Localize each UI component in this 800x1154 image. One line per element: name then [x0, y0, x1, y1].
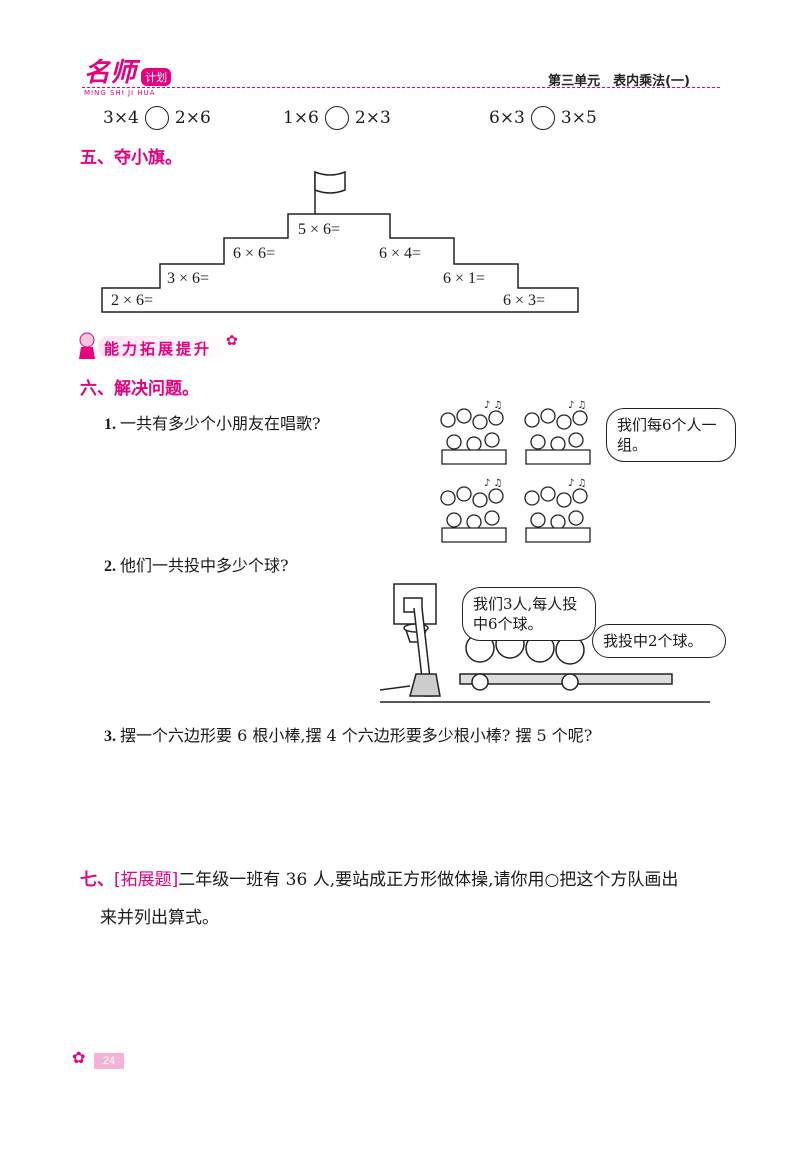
ability-banner: 能力拓展提升 ✿	[76, 331, 246, 361]
compare-left: 6×3	[489, 108, 525, 128]
speech-bubble: 我们每6个人一组。	[606, 408, 736, 462]
compare-item-3: 6×3 3×5	[489, 106, 597, 130]
problem-1: 1.一共有多少个小朋友在唱歌?	[104, 410, 321, 434]
step-label[interactable]: 2 × 6=	[111, 292, 154, 309]
section-6-title: 六、解决问题。	[80, 379, 199, 399]
problem-2: 2.他们一共投中多少个球?	[104, 552, 289, 576]
problem-text: 摆一个六边形要 6 根小棒,摆 4 个六边形要多少根小棒? 摆 5 个呢?	[120, 726, 593, 745]
step-label[interactable]: 6 × 3=	[503, 292, 546, 309]
speech-bubble: 我们3人,每人投中6个球。	[462, 587, 596, 641]
extension-tag: [拓展题]	[114, 870, 179, 890]
compare-right: 3×5	[560, 108, 597, 128]
problem-number: 2.	[104, 558, 116, 575]
step-label[interactable]: 5 × 6=	[298, 221, 341, 238]
page-number: 24	[94, 1053, 124, 1069]
svg-text:♪ ♫: ♪ ♫	[568, 400, 587, 411]
compare-left: 1×6	[283, 108, 319, 128]
compare-right: 2×6	[174, 108, 211, 128]
step-label[interactable]: 6 × 4=	[379, 245, 422, 262]
section-5-title: 五、夺小旗。	[80, 148, 182, 168]
speech-bubble: 我投中2个球。	[592, 624, 726, 658]
step-label[interactable]: 6 × 6=	[233, 245, 276, 262]
flag-icon	[314, 170, 346, 214]
logo-tag: 计划	[141, 67, 172, 86]
child-group: ♪ ♫	[440, 400, 507, 465]
section-7-label: 七、	[80, 870, 114, 890]
problem-number: 1.	[104, 416, 116, 433]
problem-text: 他们一共投中多少个球?	[120, 556, 289, 575]
basketball-illustration	[380, 583, 710, 703]
svg-text:♪ ♫: ♪ ♫	[484, 400, 503, 411]
banner-bg	[98, 336, 238, 358]
step-label[interactable]: 3 × 6=	[167, 270, 210, 287]
brand-logo: 名师 计划 MING SHI JI HUA	[84, 52, 194, 97]
unit-title: 第三单元 表内乘法(一)	[548, 74, 690, 89]
compare-item-2: 1×6 2×3	[283, 106, 391, 130]
header-divider	[82, 87, 720, 88]
logo-pinyin: MING SHI JI HUA	[84, 89, 156, 97]
answer-circle[interactable]	[530, 106, 555, 130]
problem-number: 3.	[104, 728, 116, 745]
problem-text: 一共有多少个小朋友在唱歌?	[120, 414, 321, 433]
flag-staircase	[101, 170, 579, 313]
section-7-line1: 二年级一班有 36 人,要站成正方形做体操,请你用○把这个方队画出	[178, 870, 679, 890]
section-7-line2: 来并列出算式。	[100, 908, 219, 928]
step-label[interactable]: 6 × 1=	[443, 270, 486, 287]
answer-circle[interactable]	[324, 106, 349, 130]
svg-text:♪ ♫: ♪ ♫	[568, 478, 587, 489]
svg-text:♪ ♫: ♪ ♫	[484, 478, 503, 489]
flower-icon: ✿	[72, 1048, 86, 1067]
banner-text: 能力拓展提升	[104, 340, 213, 358]
flower-icon: ✿	[226, 333, 238, 349]
girl-mascot-icon	[79, 332, 95, 359]
problem-3: 3.摆一个六边形要 6 根小棒,摆 4 个六边形要多少根小棒? 摆 5 个呢?	[104, 722, 592, 746]
compare-right: 2×3	[354, 108, 391, 128]
compare-item-1: 3×4 2×6	[103, 106, 211, 130]
answer-circle[interactable]	[144, 106, 169, 130]
staircase-outline	[101, 213, 579, 313]
logo-text: 名师	[84, 58, 137, 88]
section-7: 七、[拓展题]二年级一班有 36 人,要站成正方形做体操,请你用○把这个方队画出…	[80, 861, 730, 937]
compare-left: 3×4	[103, 108, 139, 128]
singing-children-illustration: ♪ ♫ ♪ ♫ ♪ ♫ ♪ ♫	[440, 400, 591, 543]
